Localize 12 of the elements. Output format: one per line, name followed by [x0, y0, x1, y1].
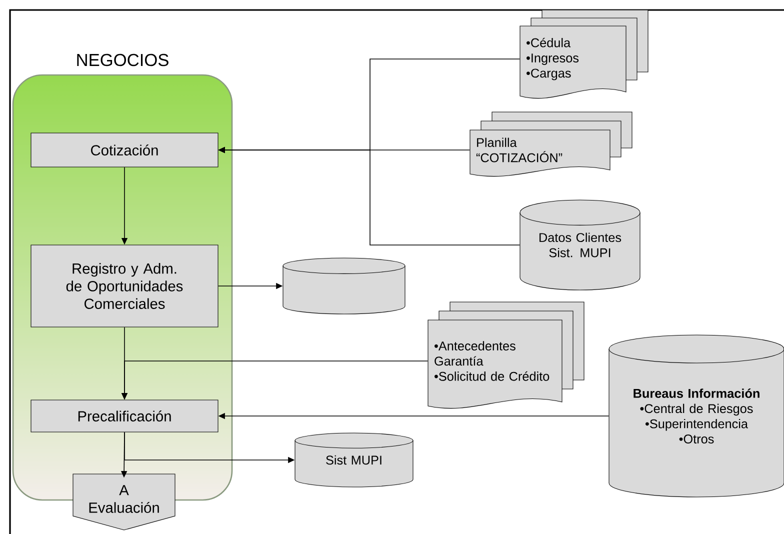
process-box: Registro y Adm. de Oportunidades Comerciales [30, 244, 218, 328]
offpage-connector: A Evaluación [72, 474, 176, 530]
node-label: NEGOCIOS [77, 54, 168, 66]
document-stack: •Antecedentes Garantía •Solicitud de Crédito [428, 302, 584, 409]
process-box: Cotización [30, 132, 218, 168]
database-cylinder: Datos Clientes Sist. MUPI [520, 200, 640, 290]
database-cylinder: Bureaus Información •Central de Riesgos •Superintendencia •Otros [608, 334, 784, 498]
process-box: Precalificación [30, 400, 218, 432]
database-cylinder: Sist MUPI [294, 432, 414, 488]
document-stack: Planilla “COTIZACIÓN” [470, 112, 632, 177]
document-stack: •Cédula •Ingresos •Cargas [520, 10, 648, 99]
database-cylinder [282, 258, 406, 314]
